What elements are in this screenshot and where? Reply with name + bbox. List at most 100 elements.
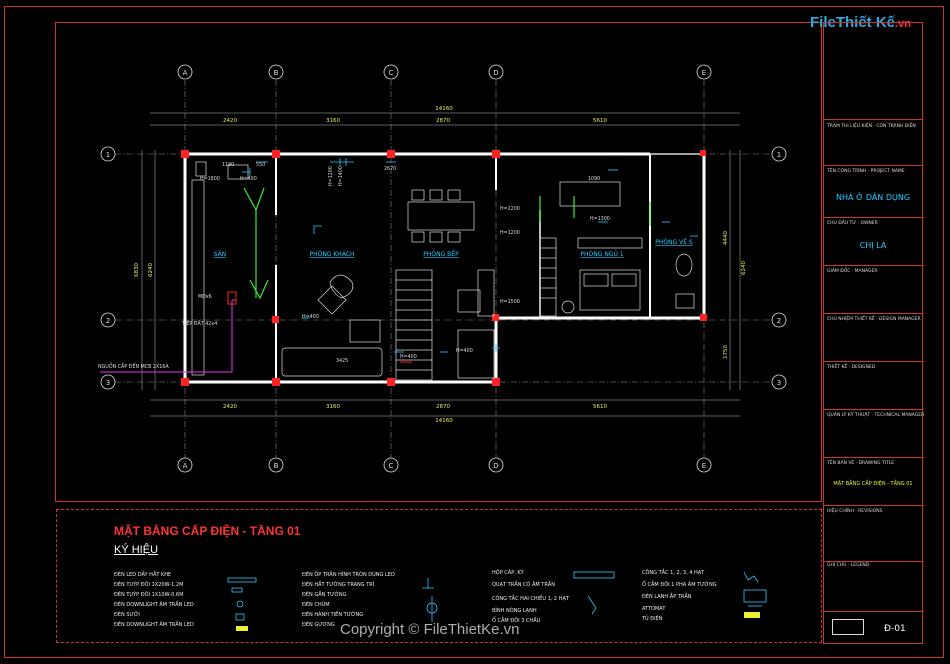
note-h400c: H=400 [400,354,417,360]
legend-item: ĐÈN DOWNLIGHT ÂM TRẦN LED [114,602,194,608]
bed [579,269,641,311]
note-h400d: H=400 [456,348,473,354]
dim-bottom-2: 3160 [326,404,340,410]
tb-row2-label: TÊN CÔNG TRÌNH · PROJECT NAME [827,169,905,174]
note-h2200: H=2200 [500,206,520,212]
dim-right-2: 6240 [741,261,747,275]
grid-label-b-top: B [274,69,279,77]
grid-bubble-d-top [488,64,504,80]
grid-label-e-top: E [702,69,706,77]
grid-label-3-left: 3 [106,379,110,387]
legend-item: ĐÈN ỐP TRẦN HÌNH TRÒN DÙNG LED [302,572,395,578]
grid-label-1-left: 1 [106,151,110,159]
tb-row8-label: TÊN BẢN VẼ · DRAWING TITLE [827,461,895,466]
legend-item: ĐÈN TUÝP ĐÔI 1X10W-0.6M [114,592,184,598]
tb-row10-label: GHI CHÚ · LEGEND [827,563,870,568]
dim-top-4: 5610 [593,118,607,124]
note-h400b: H=400 [302,314,319,320]
legend-subtitle: KÝ HIỆU [114,544,159,556]
tb-row4-label: GIÁM ĐỐC · MANAGER [827,269,878,274]
note-h1300: H=1300 [590,216,610,222]
grid-bubble-3-right [771,374,787,390]
note-d1090: 1090 [588,176,600,182]
tb-row9-label: HIỆU CHỈNH · REVISIONS [827,509,883,514]
electrical-panel [227,291,237,305]
dim-bottom-4: 5610 [593,404,607,410]
grid-label-3-right: 3 [777,379,781,387]
legend-item: ĐÈN TUÝP ĐÔI 1X20W-1.2M [114,582,184,588]
legend-item: HỘP CÁP, KỸ [492,570,524,576]
grid-label-c-top: C [389,69,394,77]
legend-title: MẶT BẰNG CẤP ĐIỆN - TẦNG 01 [114,524,301,538]
grid-bubble-2-right [771,312,787,328]
legend-item: ATTOMAT [642,606,666,612]
tb-row5-label: CHỦ NHIỆM THIẾT KẾ · DESIGN MANAGER [827,317,921,322]
note-h1200b: H=1200 [500,230,520,236]
legend-item: QUẠT TRẦN CÓ ÂM TRẦN [492,582,555,588]
legend-item: ĐÈN DOWNLIGHT ÂM TRẦN LED [114,622,194,628]
supply-cable [100,300,233,373]
legend-item: ĐÈN LANH ẮP TRẦN [642,594,692,600]
tb-row3-label: CHỦ ĐẦU TƯ · OWNER [827,221,878,226]
grid-bubble-e-top [696,64,712,80]
copyright-watermark: Copyright © FileThietKe.vn [340,621,520,638]
grid-bubble-b-bottom [268,457,284,473]
dim-total-bottom: 14160 [435,418,453,424]
tb-row1-label: TRẠM THI LIỆU KIỆN · CÔN TRÀNH ĐIỆN [827,124,916,129]
grid-bubble-1-left [100,146,116,162]
note-d550: 550 [256,162,265,168]
sofa [281,347,383,377]
legend-item: Ổ CẮM ĐÔI 1 PHA ÂM TƯỜNG [642,582,717,588]
legend-panel [56,509,822,643]
grid-bubble-1-right [771,146,787,162]
grid-label-2-right: 2 [777,317,781,325]
room-label-phong-ve-sinh: PHÒNG VỆ S [655,238,693,246]
note-d2670: 2670 [384,166,396,172]
legend-item: ĐÈN CHÙM [302,602,330,608]
dim-total-top: 14160 [435,106,453,112]
dim-top-1: 2420 [223,118,237,124]
legend-item: CÔNG TẮC 1, 2, 3, 4 HẠT [642,570,705,576]
note-d1190: 1190 [222,162,234,168]
note-md: MDx6 [198,294,212,300]
grid-label-1-right: 1 [777,151,781,159]
room-label-phong-khach: PHÒNG KHÁCH [309,251,354,258]
grid-bubble-c-top [383,64,399,80]
room-label-san: SÂN [214,251,227,258]
note-tiep-dat: TIẾP ĐẤT 42x4 [181,319,217,327]
legend-item: ĐÈN GẮN TƯỜNG [302,592,347,598]
dim-right-3: 1750 [723,345,729,359]
grid-label-2-left: 2 [106,317,110,325]
grid-bubble-d-bottom [488,457,504,473]
tb-row6-label: THIẾT KẾ · DESIGNED [827,365,876,370]
grid-label-a-bottom: A [183,462,188,470]
drawing-frame [55,22,822,502]
note-h1200: H=1200 [328,166,334,186]
dim-right-1: 4440 [723,231,729,245]
grid-label-b-bottom: B [274,462,279,470]
note-h1500: H=1500 [500,299,520,305]
note-h400a: H=400 [240,176,257,182]
tb-row7-label: QUẢN LÝ KỸ THUẬT · TECHNICAL MANAGER [827,413,925,418]
room-label-phong-bep: PHÒNG BẾP [423,250,459,258]
grid-label-c-bottom: C [389,462,394,470]
dim-left-1: 6830 [134,263,140,277]
dim-bottom-1: 2420 [223,404,237,410]
legend-item: TỦ ĐIỆN [642,616,663,622]
title-block: TRẠM THI LIỆU KIỆN · CÔN TRÀNH ĐIỆN TÊN … [823,22,925,644]
note-d3425: 3425 [336,358,348,364]
legend-item: ĐÈN HẮT TƯỜNG TRANG TRÍ [302,582,375,588]
stair [395,269,433,381]
project-name: NHÀ Ở DÂN DỤNG [835,193,911,202]
grid-bubble-b-top [268,64,284,80]
drawing-title: MẶT BẰNG CẤP ĐIỆN - TẦNG 01 [833,481,913,487]
legend-item: CÔNG TẮC HAI CHIỀU 1, 2 HẠT [492,596,569,602]
dim-top-2: 3160 [326,118,340,124]
grid-bubble-a-top [177,64,193,80]
dim-left-2: 6240 [148,263,154,277]
owner-name: CHỊ LA [859,241,887,250]
dim-top-3: 2870 [436,118,450,124]
grid-label-a-top: A [183,69,188,77]
